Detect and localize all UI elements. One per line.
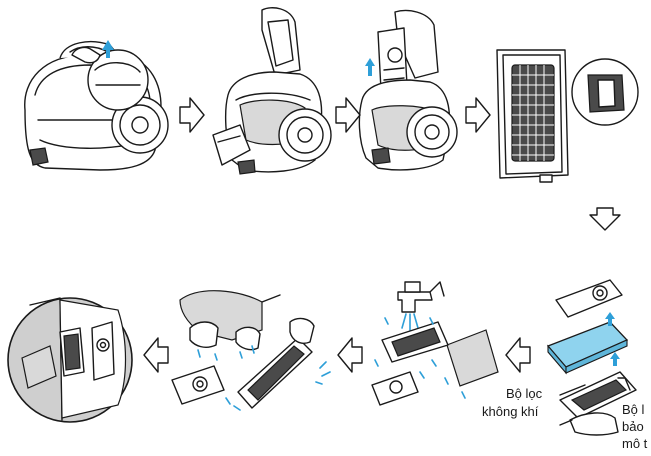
step-2-open-lid [212, 7, 332, 175]
arrow-right-3 [465, 97, 491, 133]
step-3-pull-out-filter-frame [358, 9, 458, 171]
motor-filter-label-line2: bảo [622, 419, 644, 434]
arrow-left-3 [143, 337, 169, 373]
air-filter-label-line1: Bộ lọc [506, 386, 543, 401]
arrow-left-1 [505, 337, 531, 373]
filter-grid [512, 65, 554, 161]
arrow-left-2 [337, 337, 363, 373]
step-7-shake-and-dry [171, 290, 331, 411]
step-1-press-release-button [24, 40, 169, 171]
arrow-right-1 [179, 97, 205, 133]
step-6-rinse-under-tap [371, 281, 499, 406]
motor-filter-label-line3: mô t [622, 436, 648, 451]
arrow-right-2 [335, 97, 361, 133]
motor-filter-label-line1: Bộ l [622, 402, 645, 417]
air-filter-label-line2: không khí [482, 404, 539, 419]
step-4-filter-frame-detail [496, 49, 639, 183]
arrow-down [589, 207, 621, 231]
step-8-reinsert-filters [7, 297, 133, 423]
step-5-separate-filters [546, 279, 637, 436]
